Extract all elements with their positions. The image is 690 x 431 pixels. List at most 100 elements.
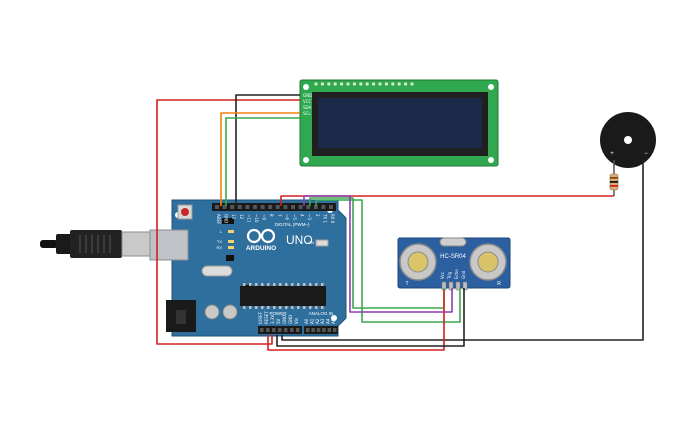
analog-header (304, 326, 338, 334)
piezo-buzzer[interactable]: + − (600, 112, 656, 168)
power-pin[interactable] (260, 328, 264, 332)
header-pin[interactable] (215, 205, 219, 209)
header-pin[interactable] (260, 205, 265, 209)
chip-pin (315, 306, 318, 309)
header-pin[interactable] (329, 205, 333, 209)
chip-pin (285, 306, 288, 309)
header-pin[interactable] (230, 205, 235, 209)
header-pin[interactable] (245, 205, 250, 209)
usb-plug-body (70, 230, 122, 258)
reset-button-cap[interactable] (181, 208, 189, 216)
wire-sensor-vcc (267, 290, 445, 351)
mounting-hole (303, 157, 309, 163)
power-pin[interactable] (278, 328, 282, 332)
sensor-pin[interactable] (462, 281, 468, 291)
sensor-pins (441, 281, 468, 291)
analog-section-label: ANALOG IN (309, 311, 334, 316)
lcd-pad (391, 82, 395, 86)
chip-pin (255, 283, 258, 286)
resistor[interactable] (609, 168, 619, 196)
chip-pin (267, 306, 270, 309)
chip-pin (279, 306, 282, 309)
header-pin[interactable] (268, 205, 273, 209)
digital-pin-label: ~3 (307, 214, 312, 220)
digital-pin-label: ~5 (292, 214, 297, 220)
header-pin[interactable] (321, 205, 326, 209)
chip-pin (243, 306, 246, 309)
analog-pin[interactable] (306, 328, 310, 332)
digital-pin-label: 4 (300, 214, 305, 217)
digital-header (212, 203, 336, 211)
receiver-icon (469, 243, 507, 281)
power-pin-label: 3.3V (270, 315, 275, 324)
lcd-pad (378, 82, 382, 86)
lcd-pad (397, 82, 401, 86)
power-pin-label: RESET (264, 311, 269, 324)
sensor-pin[interactable] (455, 281, 461, 291)
header-pin[interactable] (275, 205, 280, 209)
header-pin[interactable] (306, 205, 311, 209)
chip-pin (291, 306, 294, 309)
digital-pin-label: GND (224, 214, 229, 223)
mounting-hole (303, 84, 309, 90)
analog-pin[interactable] (333, 328, 337, 332)
chip-pin (309, 306, 312, 309)
usb-plug-metal (121, 231, 151, 257)
chip-pin (255, 306, 258, 309)
lcd-pad (410, 82, 414, 86)
power-pin[interactable] (266, 328, 270, 332)
led-tx-label: TX (217, 239, 222, 244)
power-section-label: POWER (269, 311, 287, 316)
chip-pins (243, 283, 324, 309)
analog-pin[interactable] (322, 328, 326, 332)
arduino-logo-icon (246, 228, 276, 244)
analog-pin[interactable] (316, 328, 321, 332)
analog-pin-label: A3 (320, 318, 325, 324)
header-pin[interactable] (313, 205, 318, 209)
chip-pin (303, 283, 306, 286)
lcd-pin-label: SDA (303, 105, 312, 110)
usb-cable-strain (40, 240, 58, 248)
header-pin[interactable] (283, 205, 288, 209)
lcd-screen (318, 98, 482, 148)
wire-lcd-sda (220, 112, 300, 206)
analog-pin[interactable] (311, 328, 315, 332)
usb-cable-boot (56, 234, 72, 254)
power-pin[interactable] (290, 328, 294, 332)
lcd-pad (384, 82, 388, 86)
digital-pin-label: ~10 (254, 214, 259, 223)
chip-pin (285, 283, 288, 286)
header-pin[interactable] (291, 205, 295, 209)
sensor-crystal (439, 237, 467, 247)
header-pin[interactable] (298, 205, 303, 209)
analog-pin-label: A1 (309, 318, 314, 324)
power-pin-label: Vin (294, 317, 299, 324)
digital-pin-label: AREF (216, 214, 221, 225)
power-pin[interactable] (272, 328, 276, 332)
header-pin[interactable] (222, 205, 227, 209)
usb-b-jack (149, 229, 189, 261)
digital-pin-label: 8 (269, 214, 274, 217)
digital-header-pins (215, 205, 333, 209)
mounting-hole (488, 157, 494, 163)
analog-pin[interactable] (327, 328, 332, 332)
power-pin[interactable] (284, 328, 288, 332)
header-pin[interactable] (253, 205, 257, 209)
chip-pin (261, 306, 264, 309)
header-pin[interactable] (237, 205, 242, 209)
chip-pin (291, 283, 294, 286)
sensor-pin[interactable] (448, 281, 454, 291)
power-pin[interactable] (296, 328, 300, 332)
chip-pin (321, 283, 324, 286)
chip-pin (321, 306, 324, 309)
capacitor (204, 304, 220, 320)
chip-pin (243, 283, 246, 286)
on-led (315, 239, 329, 247)
sensor-pin-label: Gnd (461, 270, 466, 279)
power-pin-label: IOREF (258, 311, 263, 324)
